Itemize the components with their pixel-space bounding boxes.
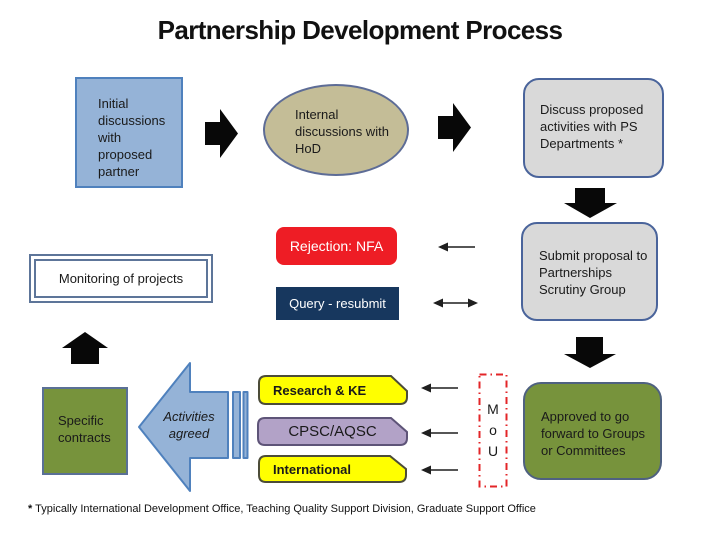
node-query-resubmit-label: Query - resubmit — [289, 296, 386, 311]
thin-arrow-research-icon — [421, 383, 458, 393]
mou-dashed-border — [478, 373, 508, 488]
node-initial-discussions: Initial discussions with proposed partne… — [75, 77, 183, 188]
stripe-2 — [242, 391, 249, 459]
node-research-ke-label: Research & KE — [273, 382, 367, 398]
node-research-ke: Research & KE — [258, 375, 408, 405]
mou-letter: U — [487, 443, 499, 459]
node-discuss-proposed-label: Discuss proposed activities with PS Depa… — [540, 102, 644, 151]
node-internal-discussions: Internal discussions with HoD — [263, 84, 409, 176]
node-international-label: International — [273, 461, 352, 477]
international-shape — [258, 455, 407, 483]
monitoring-inner-frame: Monitoring of projects — [34, 259, 208, 298]
research-ke-shape — [258, 375, 408, 405]
node-cpsc-aqsc-label: CPSC/AQSC — [288, 423, 377, 440]
thin-arrow-international-icon — [421, 465, 458, 475]
node-submit-proposal-label: Submit proposal to Partnerships Scrutiny… — [539, 248, 648, 297]
striped-arrow-left-icon — [138, 362, 249, 492]
node-specific-contracts-label: Specific contracts — [58, 413, 111, 445]
thin-arrow-cpsc-icon — [421, 428, 458, 438]
activities-agreed-label: Activities agreed — [163, 409, 215, 441]
node-internal-discussions-label: Internal discussions with HoD — [295, 107, 389, 156]
footnote: * Typically International Development Of… — [28, 503, 536, 515]
node-mou: M o U — [478, 373, 508, 488]
node-initial-discussions-label: Initial discussions with proposed partne… — [98, 96, 166, 179]
node-discuss-proposed: Discuss proposed activities with PS Depa… — [523, 78, 664, 178]
cpsc-aqsc-shape — [257, 417, 408, 446]
footnote-text: Typically International Development Offi… — [35, 503, 536, 515]
block-arrow-down-2-icon — [564, 337, 616, 368]
node-cpsc-aqsc: CPSC/AQSC — [257, 417, 408, 446]
slide-title: Partnership Development Process — [157, 15, 563, 45]
stripe-1 — [232, 391, 241, 459]
node-query-resubmit: Query - resubmit — [276, 287, 399, 320]
mou-letter: M — [487, 401, 499, 417]
block-arrow-down-1-icon — [564, 188, 617, 218]
footnote-marker: * — [28, 503, 33, 515]
thin-arrow-double-icon — [433, 298, 478, 308]
node-submit-proposal: Submit proposal to Partnerships Scrutiny… — [521, 222, 658, 321]
mou-letter: o — [489, 422, 497, 438]
thin-arrow-rejection-icon — [438, 242, 475, 252]
node-rejection-nfa: Rejection: NFA — [276, 227, 397, 265]
node-approved: Approved to go forward to Groups or Comm… — [523, 382, 662, 480]
node-approved-label: Approved to go forward to Groups or Comm… — [541, 409, 646, 458]
node-monitoring-label: Monitoring of projects — [58, 271, 184, 286]
block-arrow-up-icon — [62, 332, 108, 364]
block-arrow-right-2-icon — [438, 103, 471, 152]
node-monitoring: Monitoring of projects — [29, 254, 213, 303]
node-specific-contracts: Specific contracts — [42, 387, 128, 475]
block-arrow-right-1-icon — [205, 109, 238, 158]
node-rejection-nfa-label: Rejection: NFA — [289, 238, 384, 254]
node-international: International — [258, 455, 407, 483]
